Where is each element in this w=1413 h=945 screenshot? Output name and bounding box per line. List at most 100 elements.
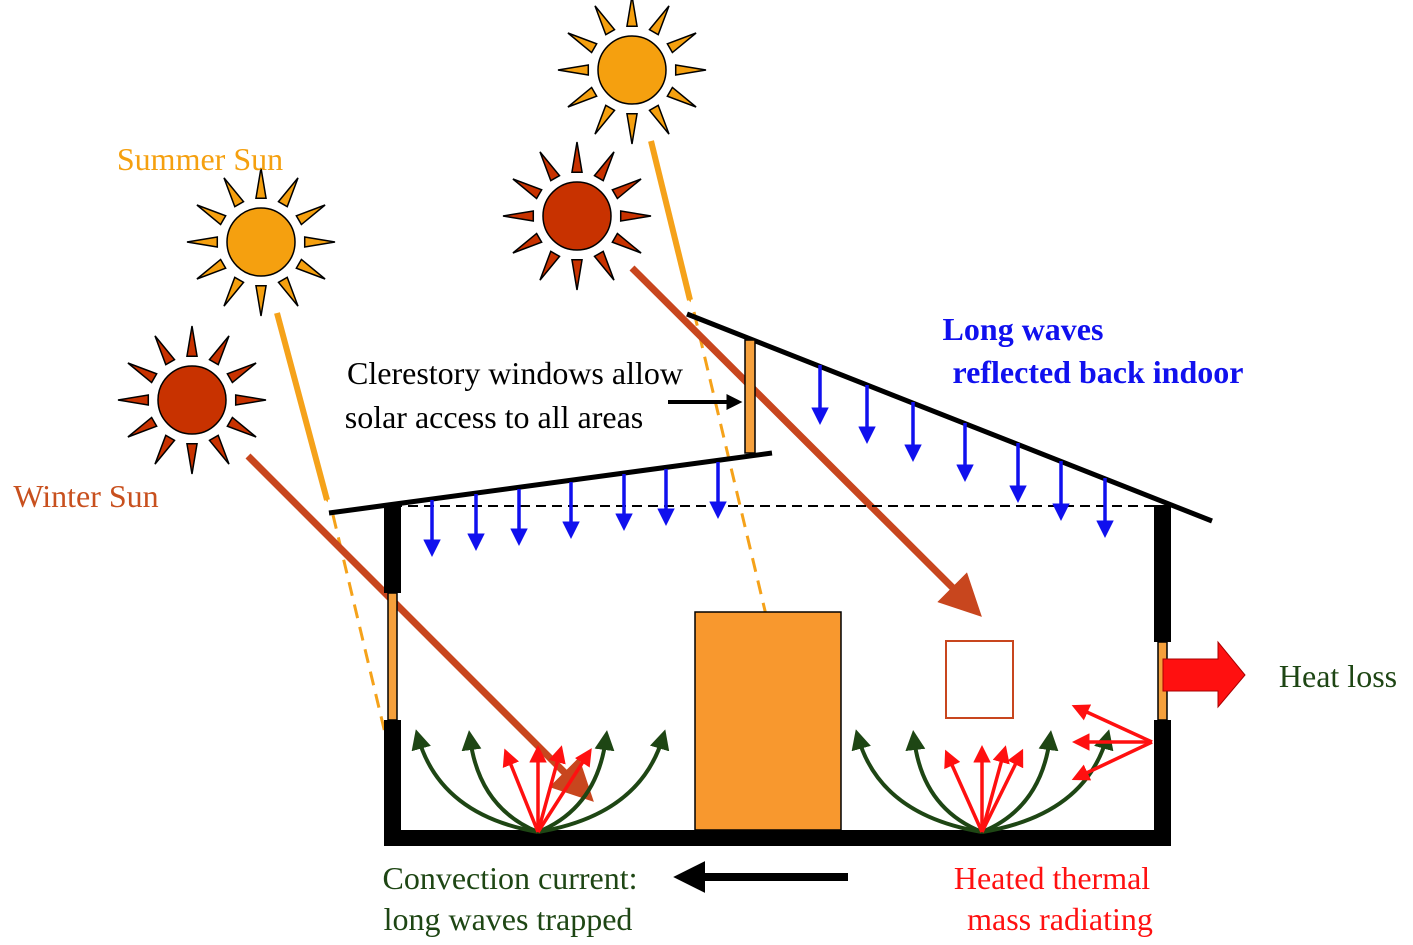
right-wall-upper <box>1154 505 1171 642</box>
sun-ray-icon <box>234 394 267 406</box>
summer-sun-label: Summer Sun <box>117 141 283 177</box>
winter-ray-right <box>629 265 982 617</box>
sun-ray-icon <box>196 258 227 280</box>
convection-arrow <box>905 730 983 834</box>
radiation-arrow <box>536 745 566 833</box>
sun-ray-icon <box>208 434 230 465</box>
sun-ray-icon <box>626 112 638 145</box>
sun-ray-icon <box>619 210 652 222</box>
sun-ray-icon <box>255 167 267 200</box>
convection-arrows-left <box>411 729 670 834</box>
left-wall-lower <box>384 720 401 844</box>
lower-roof <box>328 450 773 516</box>
sun-ray-icon <box>571 141 583 174</box>
convection-arrow <box>537 729 670 834</box>
sun-ray-icon <box>648 5 670 36</box>
radiation-arrow <box>980 748 1024 833</box>
summer-sun-icon <box>557 0 707 145</box>
winter-sun-icon <box>502 141 652 291</box>
sun-ray-icon <box>557 64 590 76</box>
sun-ray-icon <box>594 104 616 135</box>
sun-ray-icon <box>611 232 642 254</box>
sun-ray-icon <box>567 32 598 54</box>
sun-ray-icon <box>593 151 615 182</box>
winter-ray-left <box>245 453 594 802</box>
sun-ray-icon <box>154 434 176 465</box>
floor <box>384 830 1171 846</box>
sun-disc <box>597 35 667 105</box>
heat-loss-label: Heat loss <box>1279 658 1397 694</box>
sun-ray-icon <box>208 335 230 366</box>
sun-ray-icon <box>186 442 198 475</box>
convection-arrow <box>411 729 539 834</box>
clerestory-window <box>744 339 756 454</box>
sun-disc <box>226 207 296 277</box>
sun-ray-icon <box>512 232 543 254</box>
radiation-arrows-left <box>502 745 592 833</box>
sun-disc <box>542 181 612 251</box>
convection-arrows-right <box>851 729 1114 834</box>
sun-ray-icon <box>571 258 583 291</box>
right-wall-lower <box>1154 720 1171 844</box>
radiation-arrow <box>980 745 1010 833</box>
left-window <box>387 592 398 721</box>
sun-ray-icon <box>303 236 336 248</box>
summer-ray-right <box>648 140 693 303</box>
convection-label-line2: long waves trapped <box>384 901 633 937</box>
sun-ray-icon <box>277 177 299 208</box>
radiation-arrows-wall <box>1071 704 1153 781</box>
sun-ray-icon <box>226 362 257 384</box>
radiation-arrow <box>944 749 984 833</box>
sun-ray-icon <box>666 86 697 108</box>
sun-patch <box>945 640 1014 719</box>
sun-ray-icon <box>154 335 176 366</box>
thermal-label-line1: Heated thermal <box>954 860 1150 896</box>
radiation-arrow <box>1071 740 1153 781</box>
sun-ray-icon <box>223 177 245 208</box>
sun-ray-icon <box>223 276 245 307</box>
sun-disc <box>157 365 227 435</box>
clerestory-label-line2: solar access to all areas <box>345 399 644 435</box>
winter-sun-label: Winter Sun <box>13 478 158 514</box>
convection-arrow <box>851 729 983 834</box>
radiation-arrow <box>536 748 592 833</box>
sun-ray-icon <box>127 416 158 438</box>
sun-ray-icon <box>594 5 616 36</box>
sun-ray-icon <box>255 284 267 317</box>
sun-ray-icon <box>295 204 326 226</box>
sun-ray-icon <box>611 178 642 200</box>
house <box>328 311 1213 846</box>
sun-ray-icon <box>626 0 638 28</box>
sun-ray-icon <box>186 325 198 358</box>
sun-ray-icon <box>196 204 227 226</box>
summer-ray-left <box>274 312 330 503</box>
long-waves-label-line2: reflected back indoor <box>953 354 1244 390</box>
radiation-arrows-right <box>944 745 1024 833</box>
sun-ray-icon <box>117 394 150 406</box>
convection-label-line1: Convection current: <box>382 860 637 896</box>
left-wall-upper <box>384 505 401 593</box>
long-waves-label-line1: Long waves <box>943 311 1104 347</box>
sun-ray-icon <box>186 236 219 248</box>
heat-loss-arrow-icon <box>1162 640 1246 709</box>
clerestory-label-line1: Clerestory windows allow <box>347 355 683 391</box>
convection-arrow <box>461 730 539 834</box>
sun-ray-icon <box>512 178 543 200</box>
summer-ray-left-dashed <box>331 514 387 734</box>
summer-sun-icon <box>186 167 336 317</box>
winter-sun-icon <box>117 325 267 475</box>
sun-ray-icon <box>539 151 561 182</box>
sun-ray-icon <box>502 210 535 222</box>
long-wave-arrows <box>423 365 1114 557</box>
upper-roof <box>686 311 1213 524</box>
sun-ray-icon <box>295 258 326 280</box>
sun-ray-icon <box>674 64 707 76</box>
thermal-label-line2: mass radiating <box>967 901 1153 937</box>
convection-arrow <box>537 730 615 834</box>
sun-ray-icon <box>127 362 158 384</box>
radiation-arrow <box>502 748 540 833</box>
sun-ray-icon <box>648 104 670 135</box>
sun-ray-icon <box>539 250 561 281</box>
